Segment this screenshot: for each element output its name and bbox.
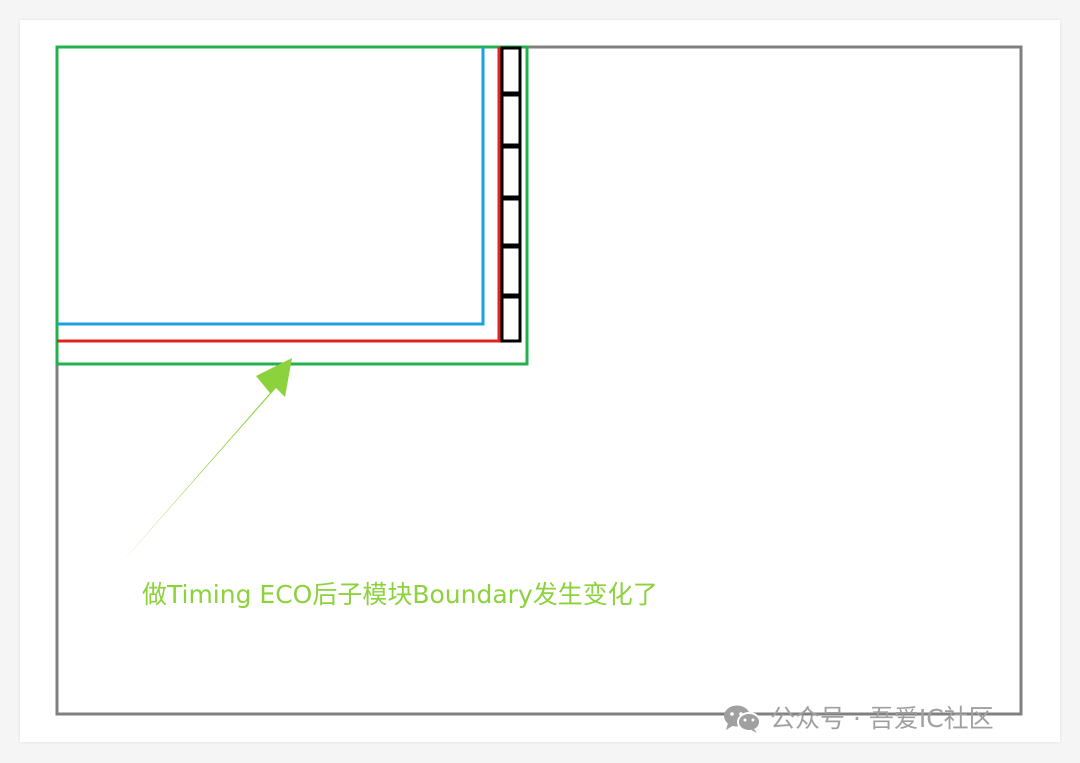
figure-card — [20, 20, 1060, 742]
boundary-cell — [500, 145, 522, 199]
pointer-arrow — [123, 358, 292, 561]
original-boundary-line — [57, 47, 485, 326]
boundary-cell — [500, 245, 522, 297]
boundary-cells — [500, 46, 522, 343]
submodule-boundary — [55, 45, 529, 366]
boundary-cell — [500, 197, 522, 247]
watermark: 公众号 · 吾爱IC社区 — [722, 702, 994, 736]
boundary-cell — [500, 46, 522, 95]
wechat-icon — [724, 705, 761, 733]
boundary-cell — [500, 295, 522, 343]
diagram-caption: 做Timing ECO后子模块Boundary发生变化了 — [142, 580, 658, 609]
watermark-text: 公众号 · 吾爱IC社区 — [770, 704, 994, 733]
top-boundary — [55, 45, 1023, 716]
changed-boundary-line — [57, 47, 501, 343]
boundary-cell — [500, 93, 522, 147]
